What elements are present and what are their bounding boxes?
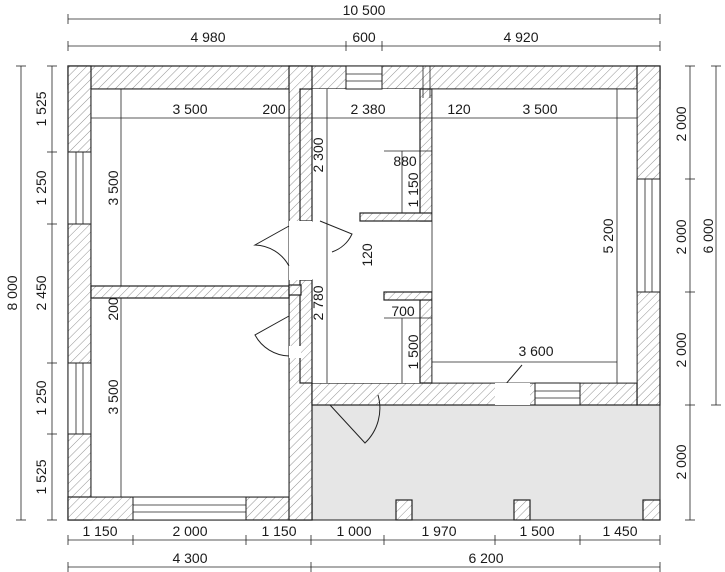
dim-left-seg-1: 1 525 [33, 91, 49, 126]
dim-partition-200-top: 200 [262, 101, 286, 117]
closet-wall-bottom [419, 291, 433, 384]
dim-bottom-seg-6: 1 500 [519, 523, 554, 539]
dim-top-left: 4 980 [190, 29, 225, 45]
right-dimensions: 2 000 2 000 2 000 2 000 6 000 [673, 65, 721, 521]
dim-partition-200-left: 200 [105, 297, 121, 321]
closet-wall-horizontal [359, 212, 433, 222]
dim-room1-width: 3 500 [172, 101, 207, 117]
dim-left-seg-3: 2 450 [33, 275, 49, 310]
terrace [311, 404, 661, 521]
doors [253, 66, 530, 444]
dim-top-right: 4 920 [503, 29, 538, 45]
interior-dimensions [91, 89, 637, 497]
dim-right-total: 6 000 [700, 218, 716, 253]
terrace-post [395, 499, 413, 521]
dim-wall-120-door: 120 [359, 243, 375, 267]
terrace-post [513, 499, 531, 521]
dim-top-total: 10 500 [343, 2, 386, 18]
closet-wall-top [419, 88, 433, 222]
dim-corridor-height-top: 2 300 [310, 137, 326, 172]
dim-left-seg-5: 1 525 [33, 459, 49, 494]
room-3 [431, 88, 638, 384]
partition-wall [90, 285, 290, 299]
dim-top-middle: 600 [352, 29, 376, 45]
dim-wall-120-top: 120 [447, 101, 471, 117]
dim-left-seg-2: 1 250 [33, 170, 49, 205]
room-1 [90, 88, 290, 287]
room-2 [90, 297, 290, 498]
windows [67, 65, 661, 521]
dim-right-seg-2: 2 000 [673, 219, 689, 254]
dim-bottom-seg-2: 2 000 [172, 523, 207, 539]
dim-left-total: 8 000 [4, 275, 20, 310]
dim-room2-height: 3 500 [105, 379, 121, 414]
dim-corridor-height: 2 780 [310, 285, 326, 320]
dim-bottom-seg-3: 1 150 [261, 523, 296, 539]
dim-bottom-seg-1: 1 150 [82, 523, 117, 539]
bottom-dimensions: 1 150 2 000 1 150 1 000 1 970 1 500 1 45… [67, 523, 661, 572]
dim-bottom-left-total: 4 300 [172, 550, 207, 566]
dim-bottom-right-total: 6 200 [468, 550, 503, 566]
dim-closet-1150: 1 150 [405, 172, 421, 207]
dim-closet-700: 700 [391, 303, 415, 319]
top-dimensions: 10 500 4 980 600 4 920 [67, 2, 661, 51]
dim-corridor-width: 2 380 [350, 101, 385, 117]
closet-wall-horizontal-2 [383, 291, 433, 301]
dim-bottom-seg-5: 1 970 [421, 523, 456, 539]
dim-closet-1500: 1 500 [405, 334, 421, 369]
terrace-post [642, 499, 661, 521]
dim-right-seg-3: 2 000 [673, 332, 689, 367]
interior-labels: 3 500 200 2 380 120 3 500 3 500 3 500 20… [105, 101, 616, 415]
dim-bottom-seg-7: 1 450 [602, 523, 637, 539]
dim-room3-bottom: 3 600 [518, 343, 553, 359]
dim-room3-height: 5 200 [600, 218, 616, 253]
dim-right-seg-4: 2 000 [673, 444, 689, 479]
dim-room3-width: 3 500 [522, 101, 557, 117]
left-dimensions: 8 000 1 525 1 250 2 450 1 250 1 525 [4, 65, 57, 521]
dim-right-seg-1: 2 000 [673, 106, 689, 141]
dim-closet-880: 880 [393, 153, 417, 169]
dim-left-seg-4: 1 250 [33, 380, 49, 415]
dim-room1-height: 3 500 [105, 170, 121, 205]
dim-bottom-seg-4: 1 000 [336, 523, 371, 539]
